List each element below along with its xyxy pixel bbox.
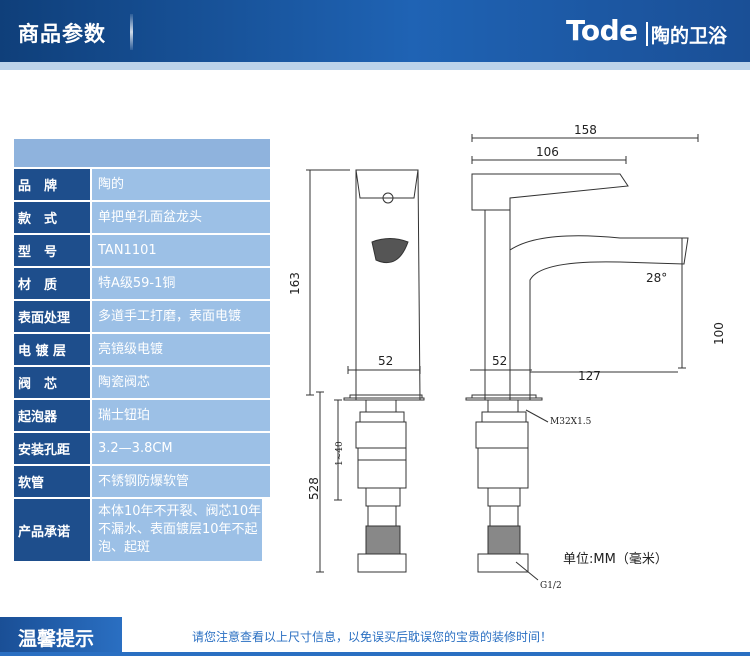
spec-row-warranty: 产品承诺 本体10年不开裂、阀芯10年不漏水、表面镀层10年不起泡、起斑 xyxy=(14,499,270,561)
spec-value: 亮镜级电镀 xyxy=(92,334,270,365)
spec-label: 安装孔距 xyxy=(14,433,90,464)
spec-row-valve: 阀 芯 陶瓷阀芯 xyxy=(14,367,270,398)
spec-label: 软管 xyxy=(14,466,90,497)
dim-163: 163 xyxy=(288,272,302,295)
spec-row-model: 型 号 TAN1101 xyxy=(14,235,270,266)
unit-label: 单位:MM（毫米） xyxy=(563,552,668,567)
dim-158: 158 xyxy=(574,123,597,137)
dim-100: 100 xyxy=(712,322,726,345)
spec-row-style: 款 式 单把单孔面盆龙头 xyxy=(14,202,270,233)
footer-area xyxy=(0,617,750,664)
spec-value: TAN1101 xyxy=(92,235,270,266)
dim-1-40: 1~40 xyxy=(335,441,345,466)
header-band xyxy=(0,62,750,70)
spec-label: 表面处理 xyxy=(14,301,90,332)
spec-row-hole: 安装孔距 3.2—3.8CM xyxy=(14,433,270,464)
faucet-dimension-drawing: 163 528 1~40 52 158 106 28° 100 52 127 M… xyxy=(288,123,726,591)
spec-label: 款 式 xyxy=(14,202,90,233)
dim-connector: G1/2 xyxy=(540,581,562,591)
spec-label: 产品承诺 xyxy=(14,499,90,561)
brand-separator xyxy=(646,22,648,46)
spec-value: 不锈钢防爆软管 xyxy=(92,466,270,497)
spec-value: 本体10年不开裂、阀芯10年不漏水、表面镀层10年不起泡、起斑 xyxy=(92,499,262,561)
spec-row-surface: 表面处理 多道手工打磨，表面电镀 xyxy=(14,301,270,332)
dim-thread: M32X1.5 xyxy=(550,417,592,427)
spec-label: 品 牌 xyxy=(14,169,90,200)
spec-value: 陶瓷阀芯 xyxy=(92,367,270,398)
spec-label: 阀 芯 xyxy=(14,367,90,398)
spec-row-brand: 品 牌 陶的 xyxy=(14,169,270,200)
spec-value: 特A级59-1铜 xyxy=(92,268,270,299)
spec-row-aerator: 起泡器 瑞士钮珀 xyxy=(14,400,270,431)
spec-row-plating: 电 镀 层 亮镜级电镀 xyxy=(14,334,270,365)
brand-logo-text: Tode xyxy=(566,14,638,47)
spec-value: 陶的 xyxy=(92,169,270,200)
page-title: 商品参数 xyxy=(18,22,106,46)
dim-angle: 28° xyxy=(646,271,667,285)
footer-title: 温馨提示 xyxy=(18,628,95,650)
brand-name: 陶的卫浴 xyxy=(651,25,728,47)
spec-label: 型 号 xyxy=(14,235,90,266)
spec-table-header xyxy=(14,139,270,167)
spec-label: 起泡器 xyxy=(14,400,90,431)
spec-value: 瑞士钮珀 xyxy=(92,400,270,431)
footer-tab xyxy=(0,617,122,653)
dim-52-left: 52 xyxy=(378,354,393,368)
footer-note: 请您注意查看以上尺寸信息，以免误买后耽误您的宝贵的装修时间！ xyxy=(192,630,553,644)
spec-value: 单把单孔面盆龙头 xyxy=(92,202,270,233)
spec-value: 多道手工打磨，表面电镀 xyxy=(92,301,270,332)
dim-52-right: 52 xyxy=(492,354,507,368)
header-bar xyxy=(0,0,750,62)
spec-row-material: 材 质 特A级59-1铜 xyxy=(14,268,270,299)
header-divider xyxy=(130,14,133,50)
spec-row-hose: 软管 不锈钢防爆软管 xyxy=(14,466,270,497)
dim-106: 106 xyxy=(536,145,559,159)
dim-528: 528 xyxy=(307,477,321,500)
spec-label: 电 镀 层 xyxy=(14,334,90,365)
dim-127: 127 xyxy=(578,369,601,383)
spec-value: 3.2—3.8CM xyxy=(92,433,270,464)
footer-line xyxy=(0,652,750,656)
spec-label: 材 质 xyxy=(14,268,90,299)
